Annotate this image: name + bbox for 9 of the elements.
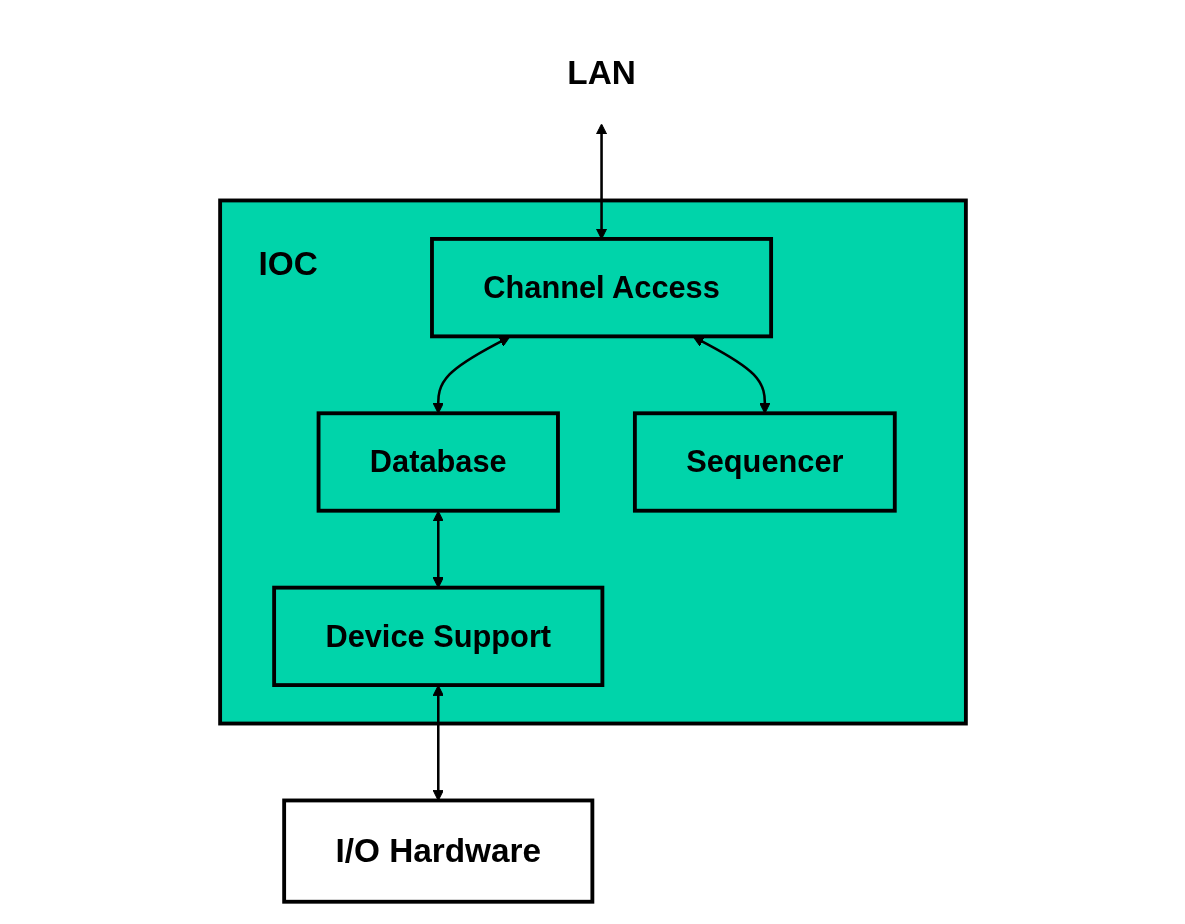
- node-box: Channel Access: [429, 237, 773, 339]
- node-box: Device Support: [271, 585, 604, 687]
- node-box: Sequencer: [632, 411, 897, 513]
- arrow: [432, 336, 510, 414]
- arrow: [432, 685, 444, 801]
- node-box: I/O Hardware: [281, 798, 594, 904]
- node-text: LAN: [566, 53, 636, 92]
- arrow: [692, 336, 770, 414]
- node-box: Database: [316, 411, 560, 513]
